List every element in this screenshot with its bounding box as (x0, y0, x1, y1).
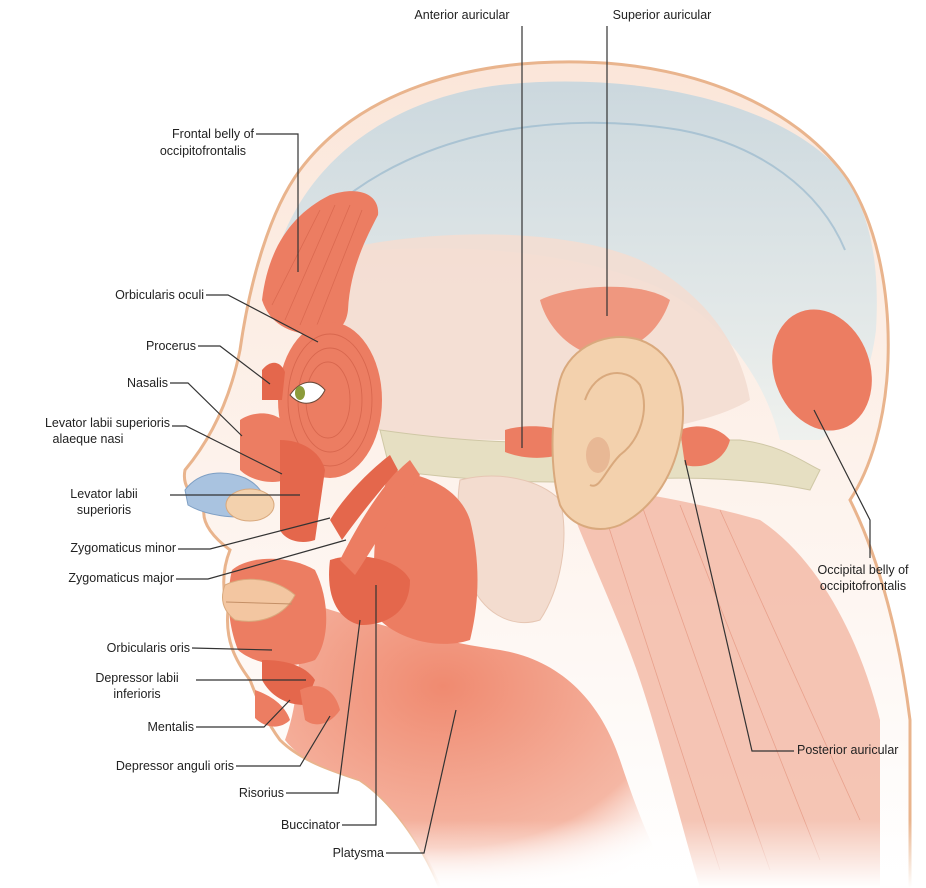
label-occipital-belly-line1: Occipital belly of (803, 563, 923, 578)
label-platysma: Platysma (290, 846, 384, 861)
label-depressor-anguli: Depressor anguli oris (60, 759, 234, 774)
label-nasalis: Nasalis (70, 376, 168, 391)
label-depressor-labii-line1: Depressor labii (80, 671, 194, 686)
label-levator-alaeque-line2: alaeque nasi (6, 432, 170, 447)
label-frontal-belly-line1: Frontal belly of (120, 127, 254, 142)
label-anterior-auricular: Anterior auricular (403, 8, 521, 23)
label-orbicularis-oris: Orbicularis oris (40, 641, 190, 656)
label-mentalis: Mentalis (90, 720, 194, 735)
label-orbicularis-oculi: Orbicularis oculi (60, 288, 204, 303)
label-occipital-belly-line2: occipitofrontalis (803, 579, 923, 594)
label-zygomaticus-major: Zygomaticus major (20, 571, 174, 586)
procerus-muscle (262, 363, 285, 400)
label-procerus: Procerus (80, 339, 196, 354)
label-levator-sup-line1: Levator labii (40, 487, 168, 502)
label-levator-alaeque-line1: Levator labii superioris (6, 416, 170, 431)
label-posterior-auricular: Posterior auricular (797, 743, 923, 758)
label-superior-auricular: Superior auricular (600, 8, 724, 23)
label-depressor-labii-line2: inferioris (80, 687, 194, 702)
label-frontal-belly-line2: occipitofrontalis (120, 144, 246, 159)
label-risorius: Risorius (190, 786, 284, 801)
nostril-ala (226, 489, 274, 521)
label-zygomaticus-minor: Zygomaticus minor (20, 541, 176, 556)
label-levator-sup-line2: superioris (40, 503, 168, 518)
label-buccinator: Buccinator (240, 818, 340, 833)
